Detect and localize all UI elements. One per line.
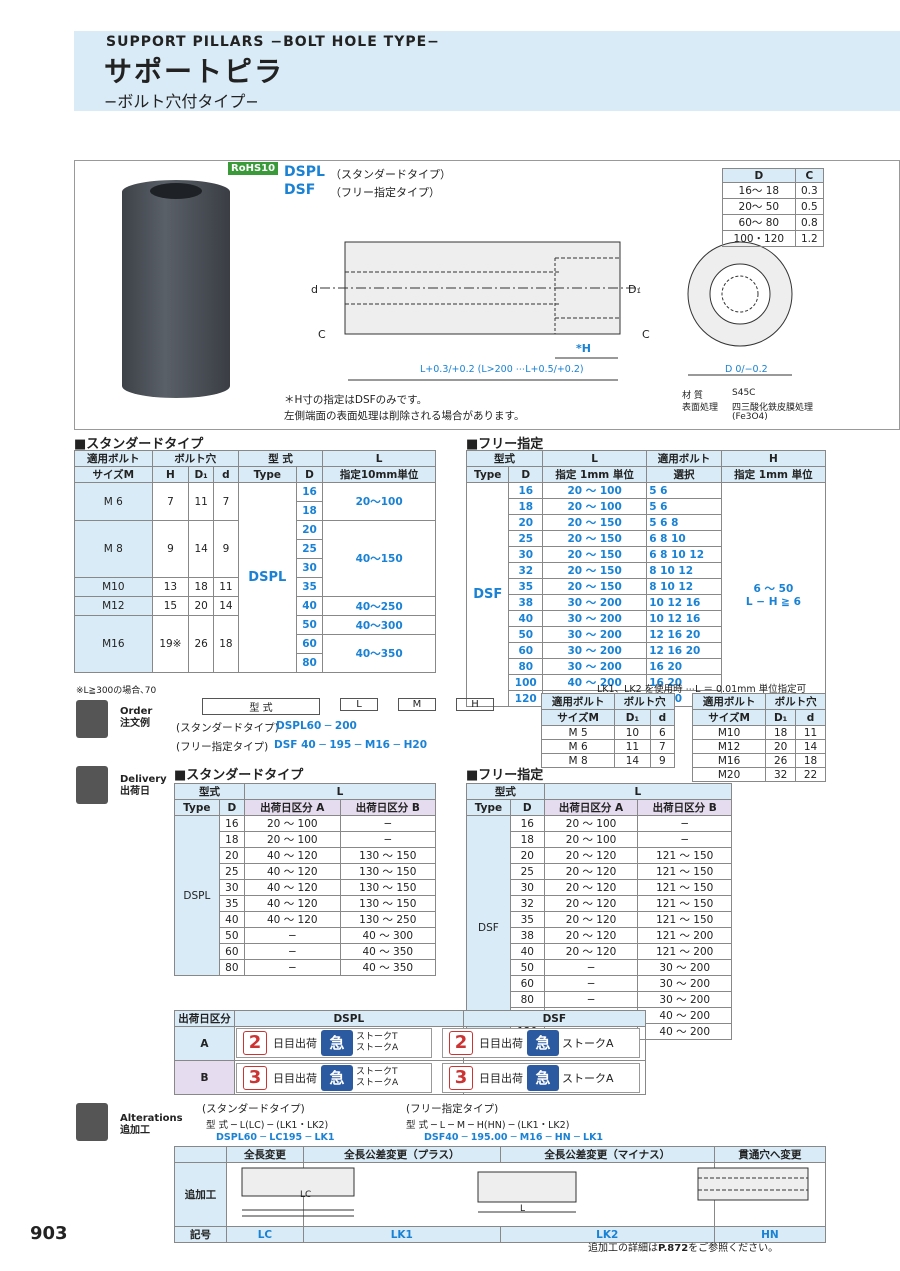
table-row: 60─30 〜 200 [467,975,732,992]
alterations-label-jp: 追加工 [120,1125,150,1136]
surface: 四三酸化鉄皮膜処理 [732,403,814,413]
order-label-jp: 注文例 [120,718,150,729]
dim-l: L+0.3/+0.2 (L>200 ⋯L+0.5/+0.2) [420,364,584,375]
dspl-desc: （スタンダードタイプ） [330,168,451,181]
rohs-badge: RoHS10 [228,162,279,175]
footer-note: 追加工の詳細はP.872をご参照ください。 [588,1243,779,1254]
surface-label: 表面処理 [682,403,719,413]
alt-std-fmt: 型 式 ─ L(LC) ─ (LK1・LK2) [206,1120,329,1131]
alt-free-ex: DSF40 ─ 195.00 ─ M16 ─ HN ─ LK1 [424,1132,604,1143]
dim-d1: D₁ [628,283,641,296]
alt-lc-dim: LC [300,1190,312,1200]
free-foot: LK1、LK2 を使用時 ⋯L ＝ 0.01mm 単位指定可 [597,684,807,695]
dim-c-left: C [318,328,326,341]
free-section-title: フリー指定 [466,433,543,452]
order-ex1-label: (スタンダードタイプ) [176,722,279,734]
alt-free-fmt: 型 式 ─ L ─ M ─ H(HN) ─ (LK1・LK2) [406,1120,570,1131]
dsf-desc: （フリー指定タイプ） [330,186,440,199]
delivery-std-title: スタンダードタイプ [174,764,303,783]
table-row: 50─30 〜 200 [467,959,732,976]
alterations-drawings [241,1167,809,1217]
material: S45C [732,388,756,398]
dsf-code: DSF [284,182,316,198]
alt-free-label: (フリー指定タイプ) [406,1103,499,1115]
order-ex2-label: (フリー指定タイプ) [176,741,269,753]
surface2: (Fe3O4) [732,412,768,422]
page-title: サポートピラ [104,55,285,88]
surface-note: 左側端面の表面処理は削除される場合があります。 [284,410,525,422]
technical-drawing [320,241,793,381]
header-band [74,31,900,111]
dim-h: *H [576,342,591,355]
phone-icon [76,700,108,738]
order-field-h: H [456,698,494,711]
dim-d: d [311,283,318,296]
dim-D: D 0/−0.2 [725,364,768,375]
english-title: SUPPORT PILLARS −BOLT HOLE TYPE− [106,34,440,50]
material-label: 材 質 [682,391,703,401]
alt-std-ex: DSPL60 ─ LC195 ─ LK1 [216,1132,335,1143]
product-photo [122,180,230,398]
order-field-l: L [340,698,378,711]
order-label: Order [120,706,153,717]
h-note: ＊H寸の指定はDSFのみです。 [284,394,428,406]
dspl-code: DSPL [284,164,325,180]
table-row: 80─40 〜 350 [175,959,437,976]
order-ex2: DSF 40 ─ 195 ─ M16 ─ H20 [274,739,427,751]
order-ex1: DSPL60 ─ 200 [276,720,357,732]
std-section-title: スタンダードタイプ [74,433,203,452]
truck-icon [76,766,108,804]
delivery-label-jp: 出荷日 [120,786,150,797]
drill-icon [76,1103,108,1141]
table-row: 50─40 〜 300 [175,927,437,944]
alt-l-dim: L [520,1204,526,1214]
page-number: 903 [30,1223,68,1244]
delivery-label: Delivery [120,774,167,785]
alterations-label: Alterations [120,1113,183,1124]
order-field-type: 型 式 [202,698,320,715]
dim-c-right: C [642,328,650,341]
page-subtitle: −ボルト穴付タイプ− [104,92,259,111]
alt-std-label: (スタンダードタイプ) [202,1103,305,1115]
hole-ellipse [150,183,202,199]
order-field-m: M [398,698,436,711]
std-foot: ※L≧300の場合､70 [76,686,157,696]
delivery-free-title: フリー指定 [466,764,543,783]
